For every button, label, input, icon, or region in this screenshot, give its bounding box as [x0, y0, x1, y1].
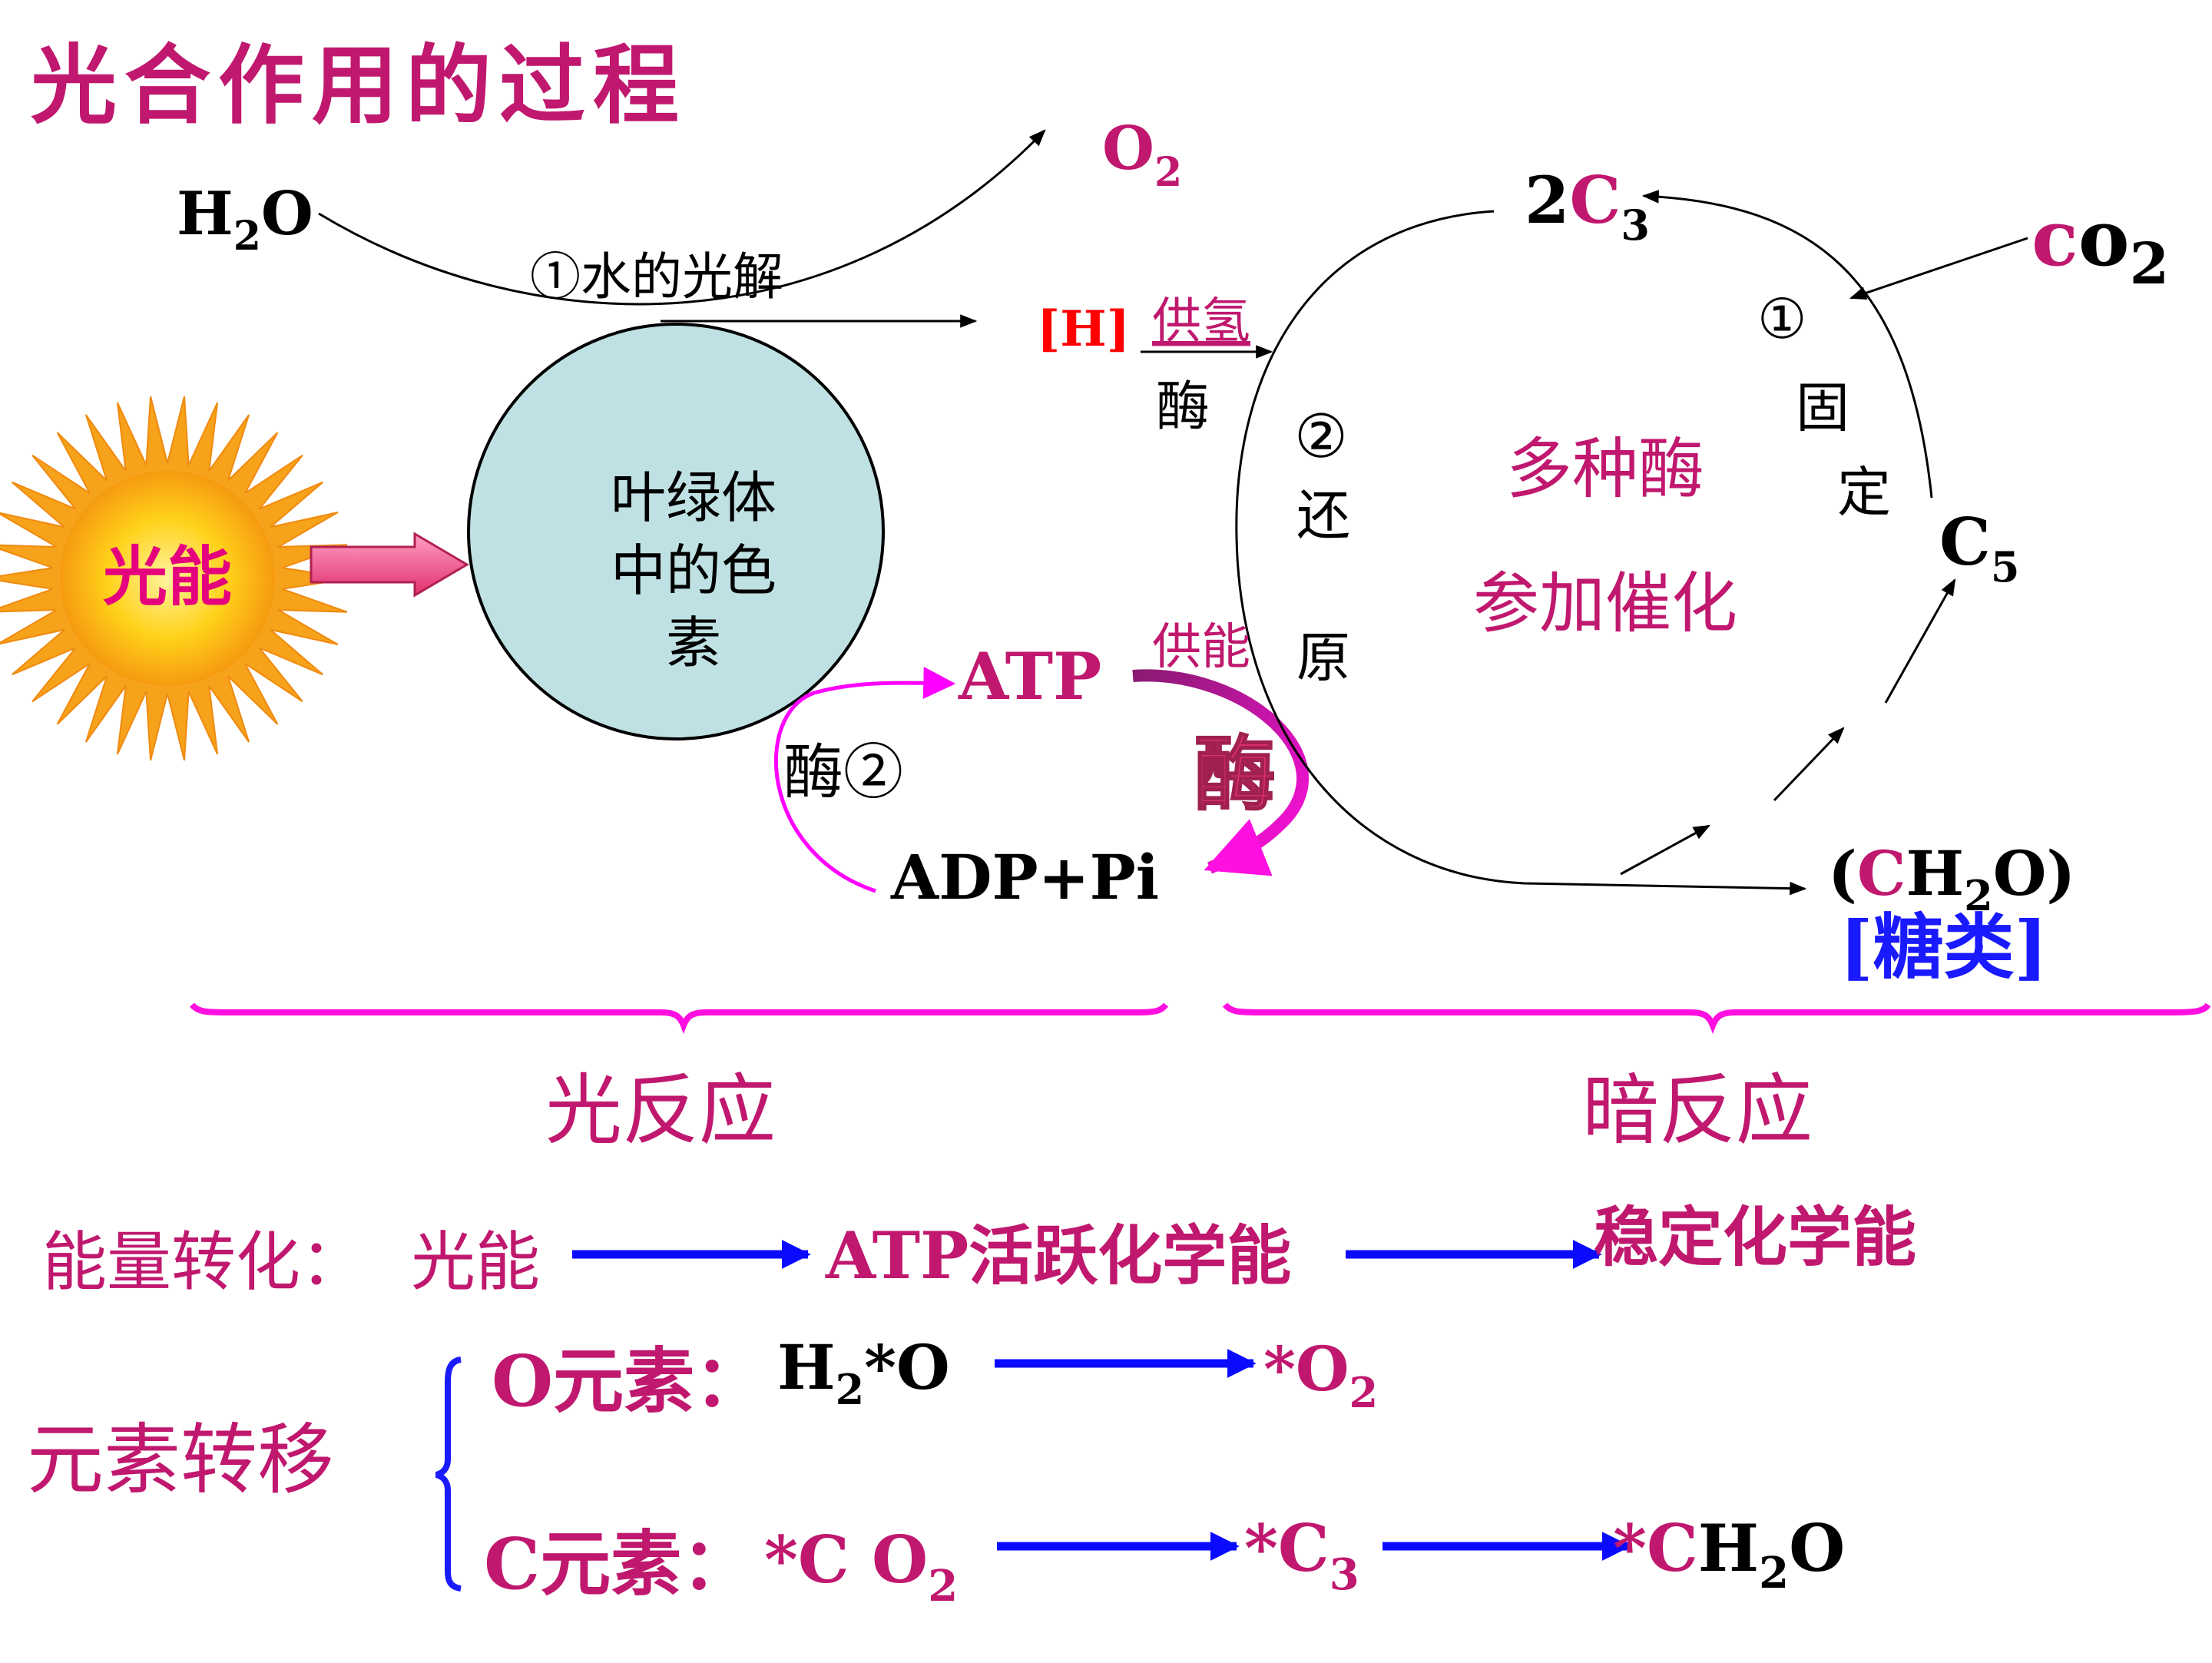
c-element-label: C元素： — [484, 1522, 752, 1605]
chloroplast-pigment-circle — [467, 323, 885, 740]
enzymes-catalysis-line2: 参加催化 — [1473, 565, 1737, 642]
element-transfer-bracket — [435, 1357, 462, 1592]
o-from-h2o: H2*O — [777, 1331, 950, 1414]
water-to-o2-arrow — [318, 129, 1046, 306]
atp-label: ATP — [958, 638, 1101, 714]
sugar-label: [糖类] — [1839, 906, 2048, 989]
fixation-char-2: 定 — [1837, 461, 1891, 524]
c3-label: 2C3 — [1525, 162, 1650, 250]
regen-arrow-3 — [1884, 578, 1956, 704]
dark-reaction-brace — [1222, 1002, 2211, 1035]
pigment-label-line1: 叶绿体 — [611, 465, 777, 530]
o-element-label: O元素： — [492, 1340, 765, 1423]
light-to-pigment-arrow — [310, 532, 469, 598]
o-to-o2: *O2 — [1263, 1333, 1378, 1417]
fixation-arc — [1641, 190, 1933, 499]
atp-to-adp-arc — [1132, 669, 1310, 876]
reduction-arc — [1235, 210, 1807, 896]
sun-light-energy-label: 光能 — [103, 538, 232, 615]
c-from-co2: *C O2 — [764, 1522, 958, 1612]
adp-to-atp-arc — [774, 667, 956, 893]
c-mid-c3: *C3 — [1244, 1510, 1359, 1600]
enzymes-catalysis-line1: 多种酶 — [1506, 431, 1704, 508]
fixation-char-1: 固 — [1796, 376, 1849, 439]
light-reaction-brace — [189, 1002, 1169, 1035]
regen-arrow-1 — [1620, 824, 1710, 876]
page-title: 光合作用的过程 — [31, 35, 687, 136]
supply-energy-label: 供能 — [1152, 619, 1250, 676]
regen-arrow-2 — [1773, 727, 1845, 802]
c5-label: C5 — [1939, 504, 2019, 591]
energy-step-stable: 稳定化学能 — [1594, 1199, 1916, 1275]
reduction-char-1: 还 — [1296, 484, 1350, 547]
h2o-label: H2O — [177, 179, 313, 260]
reduction-char-2: 原 — [1296, 626, 1350, 689]
ch2o-label: (CH2O) — [1828, 837, 2075, 920]
c-to-ch2o: *CH2O — [1613, 1510, 1845, 1598]
co2-arrow — [1849, 237, 2028, 300]
energy-step-atp: ATP活跃化学能 — [825, 1217, 1291, 1294]
dark-reaction-label: 暗反应 — [1582, 1065, 1813, 1155]
pigment-label-line3: 素 — [666, 611, 721, 675]
enzyme-2-label: 酶② — [783, 738, 903, 807]
pigment-label-line2: 中的色 — [611, 538, 777, 603]
adp-pi-label: ADP+Pi — [890, 841, 1159, 913]
enzyme-small-label: 酶 — [1156, 375, 1210, 438]
supply-h-label: 供氢 — [1152, 293, 1250, 350]
big-enzyme-label: 酶 — [1194, 726, 1276, 822]
fixation-number: ① — [1757, 287, 1807, 351]
light-reaction-label: 光反应 — [545, 1065, 776, 1155]
o2-label: O2 — [1102, 114, 1182, 196]
water-photolysis-label: ①水的光解 — [530, 247, 783, 306]
sun-icon — [0, 396, 351, 761]
element-transfer-label: 元素转移 — [27, 1415, 334, 1505]
energy-step-light: 光能 — [411, 1224, 540, 1300]
co2-label: co2 — [2032, 193, 2169, 297]
h-label: [H] — [1037, 300, 1130, 358]
energy-conversion-label: 能量转化： — [42, 1224, 365, 1300]
reduction-number: ② — [1294, 402, 1348, 472]
